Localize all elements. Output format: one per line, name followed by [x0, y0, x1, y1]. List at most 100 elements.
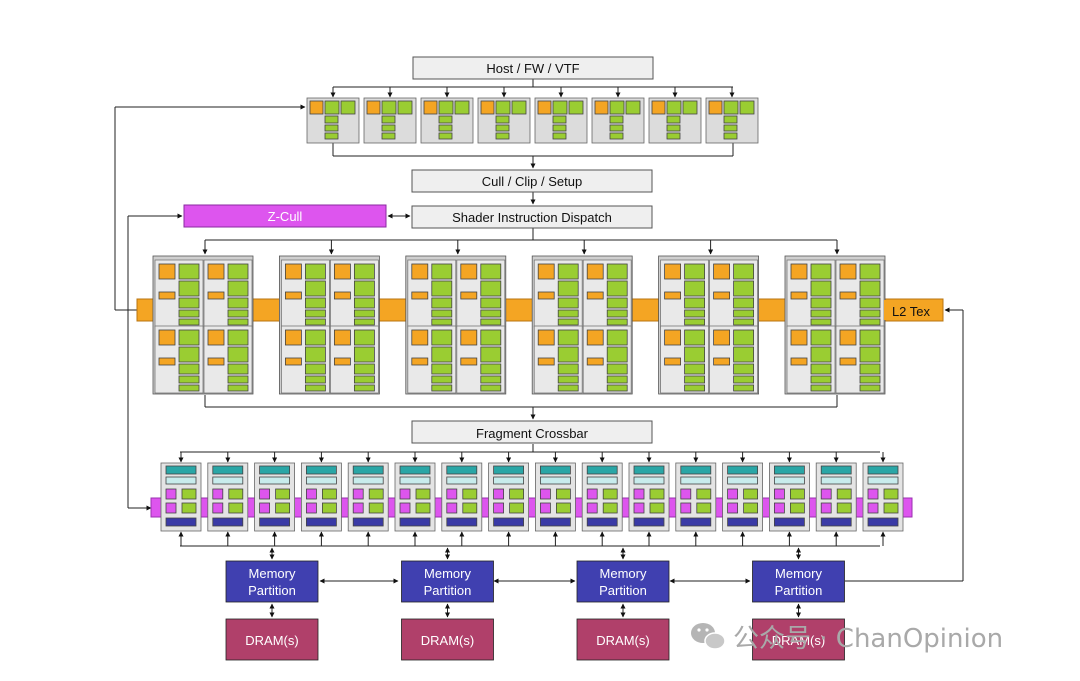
shader-core-green-mid: [304, 363, 326, 375]
rop-magenta-square: [493, 502, 505, 514]
rop-magenta-square: [446, 488, 458, 500]
vertex-unit: [306, 97, 360, 144]
rop-magenta-square: [586, 502, 598, 514]
vertex-unit-orange-block: [366, 100, 381, 115]
shader-core-green-small: [304, 309, 326, 318]
shader-core-green-small: [733, 309, 754, 318]
shader-core-green-mid: [353, 297, 375, 309]
shader-core-orange-small: [284, 357, 302, 366]
shader-core-green: [557, 280, 579, 297]
rop-green-square: [836, 488, 852, 500]
shader-core-green-mid: [810, 363, 832, 375]
vertex-unit: [477, 97, 531, 144]
shader-core-green-mid: [304, 297, 326, 309]
rop-green-square: [649, 502, 665, 514]
vertex-unit-orange-block: [309, 100, 324, 115]
shader-core-orange-small: [333, 357, 351, 366]
shader-core-green: [810, 346, 832, 363]
shader-core-green-small: [304, 375, 326, 384]
shader-core-orange: [158, 329, 176, 346]
shader-core-green: [480, 329, 502, 346]
shader-core-green-small: [304, 384, 326, 392]
shader-core-orange-small: [460, 357, 478, 366]
memory-partition-box: [401, 560, 494, 603]
rop-magenta-square: [165, 502, 177, 514]
cull-clip-setup-block: Cull / Clip / Setup: [411, 169, 653, 193]
vertex-unit-green-small: [324, 115, 339, 124]
rop-light-teal-bar: [259, 476, 291, 485]
rop-green-square: [368, 488, 384, 500]
rop-navy-bar: [352, 517, 384, 527]
rop-unit: [722, 462, 763, 532]
shader-core-green-small: [557, 318, 579, 326]
rop-unit: [394, 462, 436, 532]
rop-magenta-square: [680, 488, 692, 500]
shader-core-green: [733, 329, 754, 346]
dram-box: [225, 618, 319, 661]
rop-navy-bar: [633, 517, 665, 527]
memory-partition-label-line2: Partition: [775, 583, 823, 598]
shader-core-orange: [586, 329, 604, 346]
memory-partition-label-line1: Memory: [775, 566, 822, 581]
shader-core-orange-small: [284, 291, 302, 300]
rop-green-square: [368, 502, 384, 514]
vertex-unit-green-small: [495, 115, 510, 124]
shader-core-green: [859, 263, 881, 280]
shader-core-green: [431, 280, 453, 297]
rop-navy-bar: [305, 517, 337, 527]
shader-core-orange-small: [537, 291, 555, 300]
rop-magenta-square: [212, 488, 224, 500]
shader-core-orange: [537, 329, 555, 346]
shader-core-orange: [839, 329, 857, 346]
shader-core-orange: [839, 263, 857, 280]
shader-core-green-mid: [733, 363, 754, 375]
shader-core-green-small: [684, 309, 705, 318]
shader-core-green-small: [606, 375, 628, 384]
shader-core-green: [431, 329, 453, 346]
vertex-unit-green-block: [568, 100, 584, 115]
dram-box: [401, 618, 494, 661]
rop-magenta-square: [305, 502, 317, 514]
memory-partition-label-line2: Partition: [248, 583, 296, 598]
shader-core-orange: [333, 263, 351, 280]
rop-green-square: [790, 488, 805, 500]
shader-core-green: [431, 346, 453, 363]
shader-core-green: [810, 263, 832, 280]
rop-magenta-square: [774, 488, 785, 500]
shader-core-green-mid: [227, 363, 249, 375]
shader-core-green: [606, 329, 628, 346]
rop-navy-bar: [820, 517, 852, 527]
shader-core-orange: [411, 263, 429, 280]
shader-core-green-small: [431, 375, 453, 384]
rop-green-square: [321, 488, 337, 500]
memory-partition-label-line2: Partition: [599, 583, 647, 598]
rop-green-square: [275, 502, 291, 514]
rop-magenta-square: [399, 502, 411, 514]
crossbar-label: Fragment Crossbar: [476, 426, 589, 441]
rop-teal-bar: [305, 465, 337, 475]
rop-teal-bar: [727, 465, 758, 475]
dram-label: DRAM(s): [772, 633, 825, 648]
shader-dispatch-block: Shader Instruction Dispatch: [411, 205, 653, 229]
vertex-unit-green-block: [511, 100, 527, 115]
rop-magenta-square: [352, 502, 364, 514]
rop-teal-bar: [212, 465, 244, 475]
dram-block: DRAM(s): [401, 618, 494, 661]
shader-core-orange: [664, 329, 681, 346]
shader-core-green-small: [178, 318, 200, 326]
host-label: Host / FW / VTF: [486, 61, 579, 76]
rop-navy-bar: [165, 517, 197, 527]
z-cull-block: Z-Cull: [183, 204, 387, 228]
rop-unit: [815, 462, 857, 532]
vertex-unit-green-block: [340, 100, 356, 115]
dispatch-label: Shader Instruction Dispatch: [452, 210, 612, 225]
rop-magenta-square: [727, 488, 738, 500]
shader-core-green: [178, 346, 200, 363]
shader-core-green-small: [480, 318, 502, 326]
shader-core-orange-small: [411, 357, 429, 366]
memory-partition-box: [576, 560, 670, 603]
shader-clusters: [152, 240, 886, 395]
shader-core-green-small: [227, 309, 249, 318]
shader-core-green-small: [353, 318, 375, 326]
shader-cluster: [784, 255, 886, 395]
